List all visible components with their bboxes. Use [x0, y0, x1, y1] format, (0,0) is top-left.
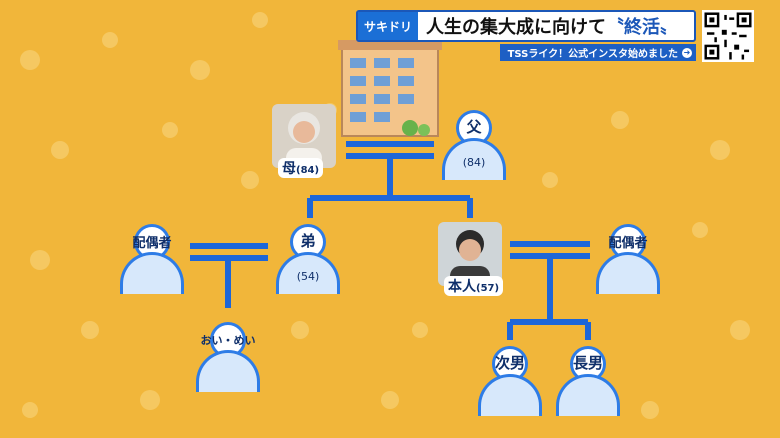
mother-name: 母 — [282, 161, 296, 177]
building-illustration — [338, 40, 442, 137]
sub-banner: TSSライク！公式インスタ始めました ➜ — [500, 44, 696, 61]
father-age: (84) — [462, 156, 486, 169]
person-body — [556, 374, 620, 416]
mother-photo: 母(84) — [272, 104, 336, 178]
segment-tag: サキドリ — [358, 12, 419, 40]
qr-code[interactable] — [702, 10, 754, 62]
self-spouse-node: 配偶者 — [596, 224, 660, 296]
self-age: (57) — [476, 283, 500, 294]
father-label: 父 — [466, 118, 482, 136]
self-name: 本人 — [448, 279, 476, 295]
banner-title-accent: 〝終活〟 — [606, 17, 679, 38]
person-body — [596, 252, 660, 294]
person-body — [196, 350, 260, 392]
banner-title: 人生の集大成に向けて〝終活〟 — [418, 13, 678, 39]
brother-spouse-label: 配偶者 — [132, 236, 172, 251]
mother-age: (84) — [296, 165, 320, 176]
second-son-node: 次男 — [478, 346, 542, 418]
brother-age: (54) — [296, 270, 320, 283]
self-photo: 本人(57) — [438, 222, 504, 296]
brother-spouse-node: 配偶者 — [120, 224, 184, 296]
sub-banner-text: TSSライク！公式インスタ始めました — [507, 49, 678, 60]
self-spouse-label: 配偶者 — [608, 236, 648, 251]
title-banner: サキドリ 人生の集大成に向けて〝終活〟 — [356, 10, 696, 42]
nephew-niece-node: おい・めい — [196, 322, 260, 394]
self-label: 本人(57) — [444, 276, 504, 296]
eldest-son-node: 長男 — [556, 346, 620, 418]
arrow-right-icon: ➜ — [682, 47, 692, 58]
father-node: 父 (84) — [442, 110, 506, 182]
brother-label: 弟 — [300, 232, 316, 250]
second-son-label: 次男 — [494, 354, 525, 372]
person-body — [478, 374, 542, 416]
brother-node: 弟 (54) — [276, 224, 340, 296]
mother-label: 母(84) — [278, 158, 324, 178]
nephew-niece-label: おい・めい — [200, 334, 256, 347]
banner-title-main: 人生の集大成に向けて — [426, 17, 607, 38]
person-body — [120, 252, 184, 294]
eldest-son-label: 長男 — [572, 354, 603, 372]
